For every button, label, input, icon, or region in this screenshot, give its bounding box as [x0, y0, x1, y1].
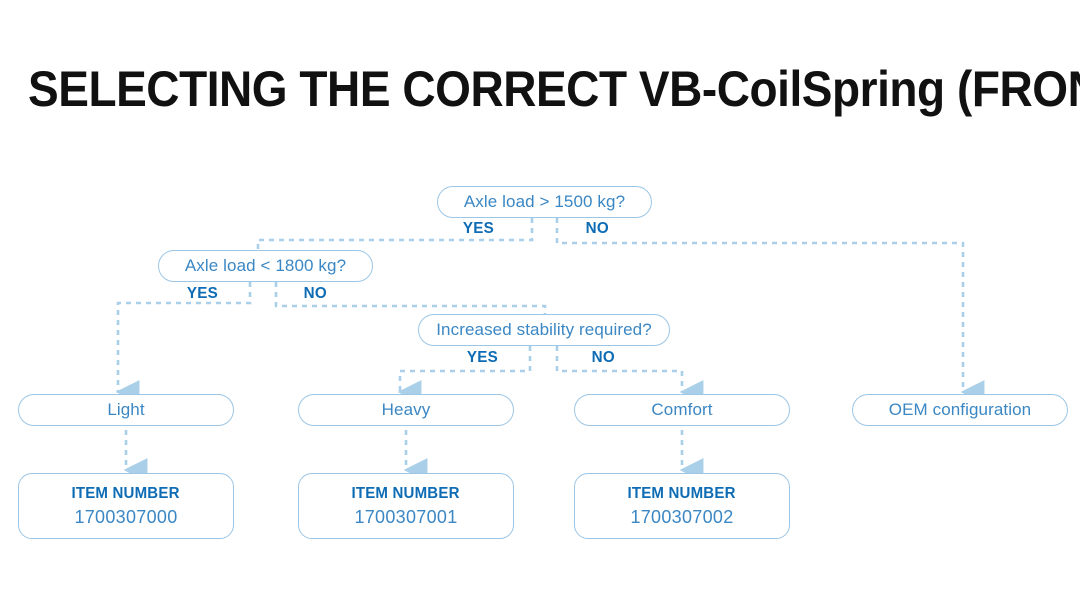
- item-number-header: ITEM NUMBER: [351, 484, 461, 502]
- result-node-comfort[interactable]: Comfort: [574, 394, 790, 426]
- page-title: SELECTING THE CORRECT VB-CoilSpring (FRO…: [28, 61, 1080, 117]
- decision-node-axle-load-1500[interactable]: Axle load > 1500 kg?: [437, 186, 652, 218]
- edge-d2-yes: [115, 282, 252, 404]
- item-number-header: ITEM NUMBER: [71, 484, 181, 502]
- item-number-value: 1700307001: [354, 506, 458, 527]
- branch-label-d2-no: NO: [303, 285, 327, 302]
- branch-label-d1-yes: YES: [462, 220, 495, 237]
- item-number-header: ITEM NUMBER: [627, 484, 737, 502]
- edge-d3-yes: [397, 346, 532, 404]
- edge-d1-yes: [256, 218, 534, 252]
- item-number-value: 1700307002: [630, 506, 734, 527]
- branch-label-d3-yes: YES: [466, 349, 499, 366]
- item-number-card-heavy[interactable]: ITEM NUMBER 1700307001: [298, 473, 514, 539]
- decision-node-axle-load-1800[interactable]: Axle load < 1800 kg?: [158, 250, 373, 282]
- edge-d1-no: [555, 218, 985, 404]
- edge-d3-no: [555, 346, 704, 404]
- decision-node-increased-stability[interactable]: Increased stability required?: [418, 314, 670, 346]
- item-number-card-comfort[interactable]: ITEM NUMBER 1700307002: [574, 473, 790, 539]
- item-number-value: 1700307000: [74, 506, 178, 527]
- result-node-light[interactable]: Light: [18, 394, 234, 426]
- result-node-oem-configuration[interactable]: OEM configuration: [852, 394, 1068, 426]
- branch-label-d1-no: NO: [585, 220, 609, 237]
- branch-label-d2-yes: YES: [186, 285, 219, 302]
- result-node-heavy[interactable]: Heavy: [298, 394, 514, 426]
- edge-d2-no: [274, 282, 547, 316]
- branch-label-d3-no: NO: [591, 349, 615, 366]
- item-number-card-light[interactable]: ITEM NUMBER 1700307000: [18, 473, 234, 539]
